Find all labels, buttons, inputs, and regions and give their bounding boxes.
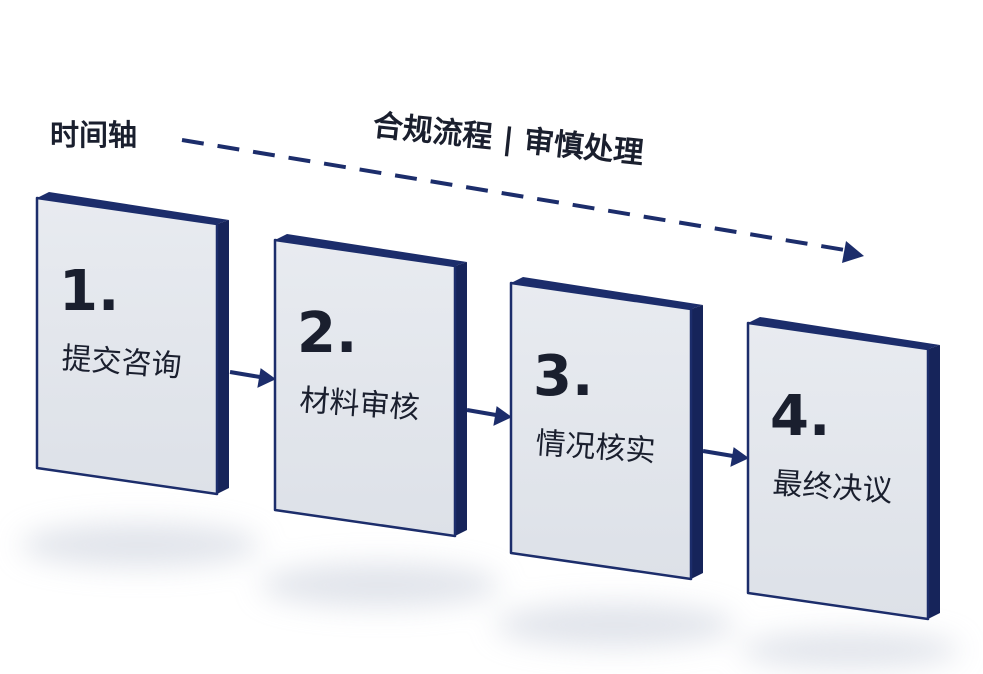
connector-arrow-2-3	[466, 406, 512, 426]
card-top-edge	[275, 234, 467, 266]
step-number: 3.	[533, 344, 593, 409]
card-side-edge	[691, 305, 703, 579]
step-label: 材料审核	[298, 383, 420, 426]
card-side-edge	[928, 345, 940, 619]
card-top-edge	[511, 277, 703, 309]
arrowhead-icon	[842, 241, 864, 263]
card-face	[746, 321, 930, 621]
step-number: 4.	[770, 384, 830, 449]
step-label: 提交咨询	[60, 341, 182, 384]
step-number: 2.	[297, 301, 357, 366]
step-card-1: 1. 提交咨询	[35, 192, 229, 496]
step-card-2: 2. 材料审核	[273, 234, 467, 538]
step-label: 最终决议	[771, 466, 893, 509]
card-face	[35, 196, 219, 496]
card-side-edge	[217, 220, 229, 494]
card-shadows	[20, 523, 960, 668]
timeline-arrow	[181, 138, 864, 263]
card-top-edge	[37, 192, 229, 224]
card-top-edge	[748, 317, 940, 349]
step-card-4: 4. 最终决议	[746, 317, 940, 621]
connector-arrows	[229, 368, 749, 467]
connector-arrow-3-4	[702, 447, 749, 467]
card-face	[509, 281, 693, 581]
process-label: 合规流程 | 审慎处理	[371, 108, 645, 171]
card-side-edge	[455, 262, 467, 536]
step-card-3: 3. 情况核实	[509, 277, 703, 581]
card-face	[273, 238, 457, 538]
step-number: 1.	[59, 259, 119, 324]
step-label: 情况核实	[534, 426, 656, 469]
timeline-label: 时间轴	[50, 118, 137, 152]
connector-arrow-1-2	[229, 368, 276, 388]
